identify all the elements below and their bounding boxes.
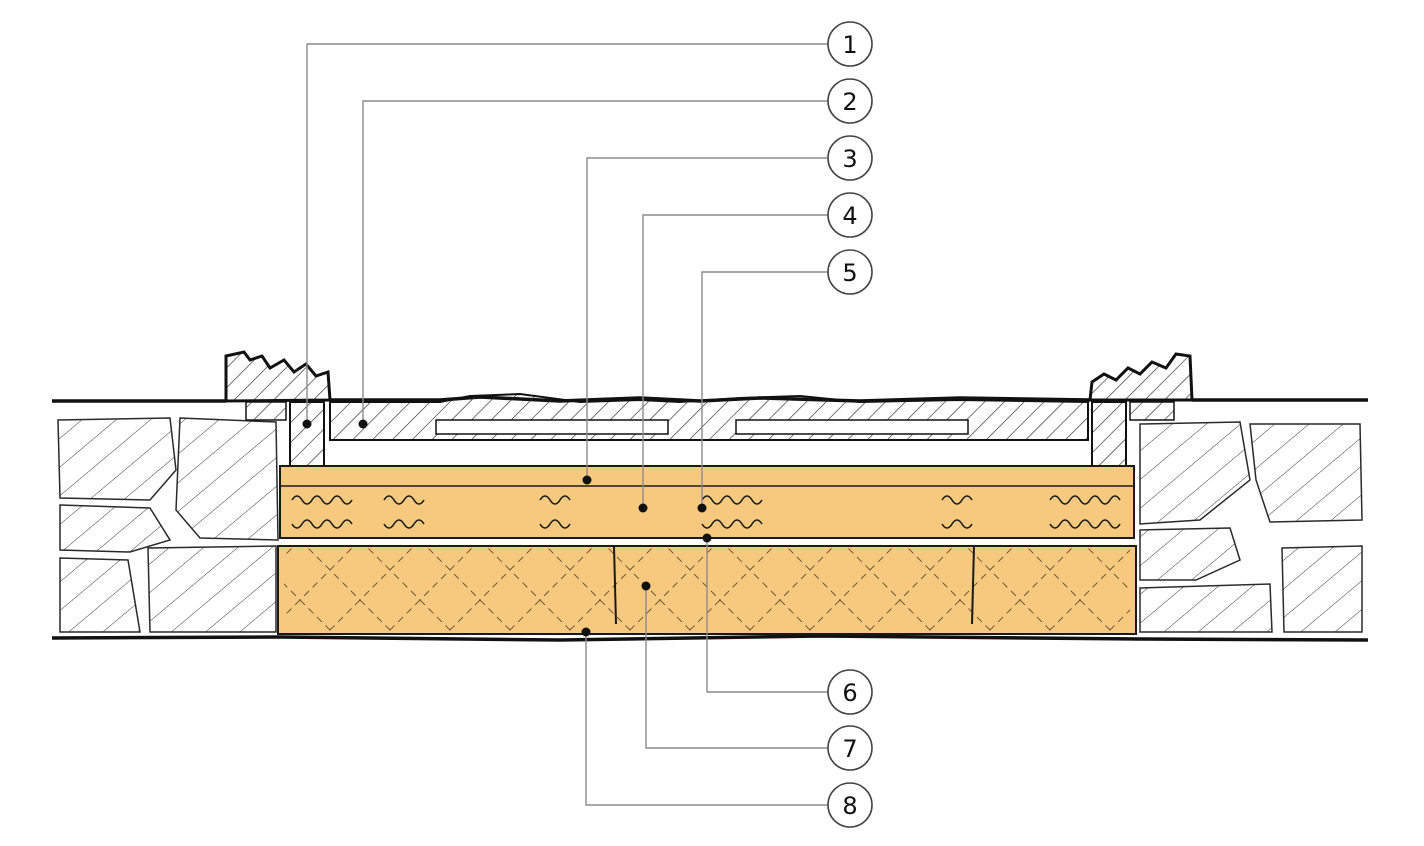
callout-2-label: 2 bbox=[842, 88, 857, 116]
callout-7: 7 bbox=[827, 725, 873, 771]
frame-post-right bbox=[1091, 401, 1127, 467]
insulation-layer-upper bbox=[279, 465, 1135, 539]
callout-7-label: 7 bbox=[842, 735, 857, 763]
callout-5: 5 bbox=[827, 249, 873, 295]
callout-2: 2 bbox=[827, 78, 873, 124]
ground-surface-bottom bbox=[51, 634, 1369, 642]
stone-sill-right bbox=[1088, 352, 1194, 402]
board-joint-1 bbox=[613, 545, 617, 625]
board-joint-2 bbox=[971, 545, 975, 625]
stone-masonry-right bbox=[1139, 421, 1363, 633]
frame-bracket-left bbox=[245, 401, 287, 421]
stone-masonry-left bbox=[57, 417, 279, 633]
callout-4-label: 4 bbox=[842, 202, 857, 230]
callout-8-label: 8 bbox=[842, 792, 857, 820]
callout-3-label: 3 bbox=[842, 145, 857, 173]
callout-1-label: 1 bbox=[842, 31, 857, 59]
slab-recess-right bbox=[735, 419, 969, 435]
leader-lines bbox=[306, 43, 828, 806]
callout-5-label: 5 bbox=[842, 259, 857, 287]
callout-6-label: 6 bbox=[842, 679, 857, 707]
callout-4: 4 bbox=[827, 192, 873, 238]
callout-1: 1 bbox=[827, 21, 873, 67]
frame-bracket-right bbox=[1129, 401, 1175, 421]
stone-sill-left bbox=[224, 350, 332, 403]
callout-6: 6 bbox=[827, 669, 873, 715]
insulation-squiggles bbox=[291, 495, 1121, 529]
slab-recess-left bbox=[435, 419, 669, 435]
callout-8: 8 bbox=[827, 782, 873, 828]
leader-anchor-dots bbox=[302, 419, 712, 637]
callout-3: 3 bbox=[827, 135, 873, 181]
